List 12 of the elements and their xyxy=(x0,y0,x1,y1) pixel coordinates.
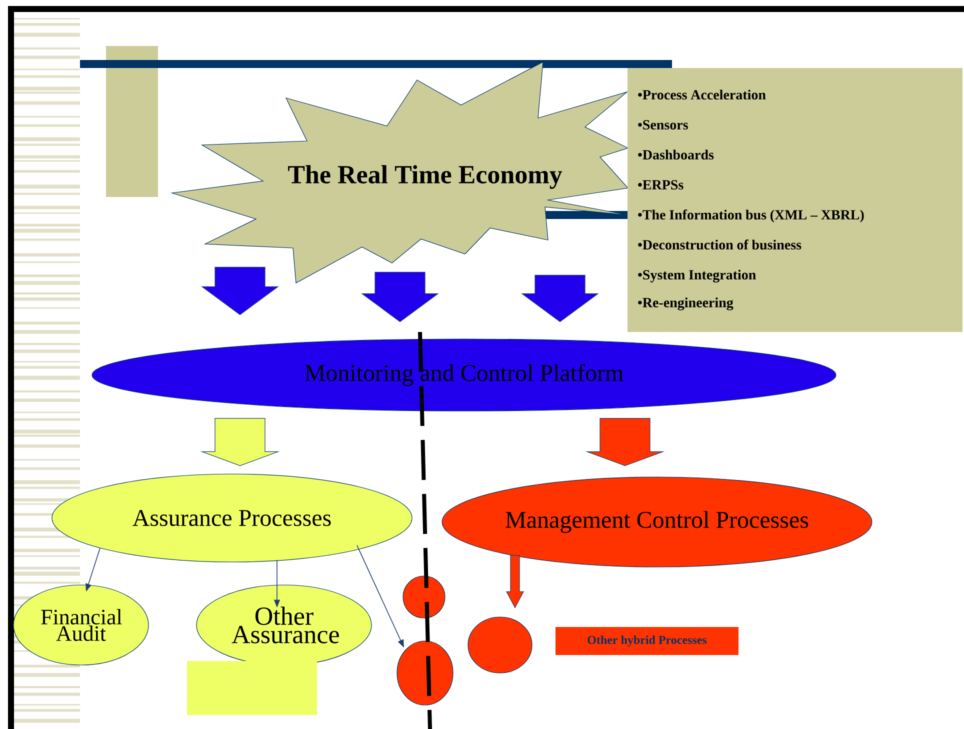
block-arrow xyxy=(201,266,279,316)
circle xyxy=(396,640,454,706)
circle xyxy=(468,616,532,674)
block-arrow xyxy=(506,555,524,608)
list-box: •Process Acceleration •Sensors •Dashboards •ERPSs •The Information bus (XML – XBRL) •Deconstruction of business •System Integration •Re-engineering xyxy=(628,68,962,332)
block-arrow xyxy=(361,272,439,322)
block-arrow xyxy=(200,418,280,466)
box xyxy=(187,661,317,715)
block-arrow xyxy=(585,418,665,466)
label-box: Other hybrid Processes xyxy=(556,627,738,655)
block-arrow xyxy=(521,274,599,322)
circle xyxy=(402,576,446,618)
